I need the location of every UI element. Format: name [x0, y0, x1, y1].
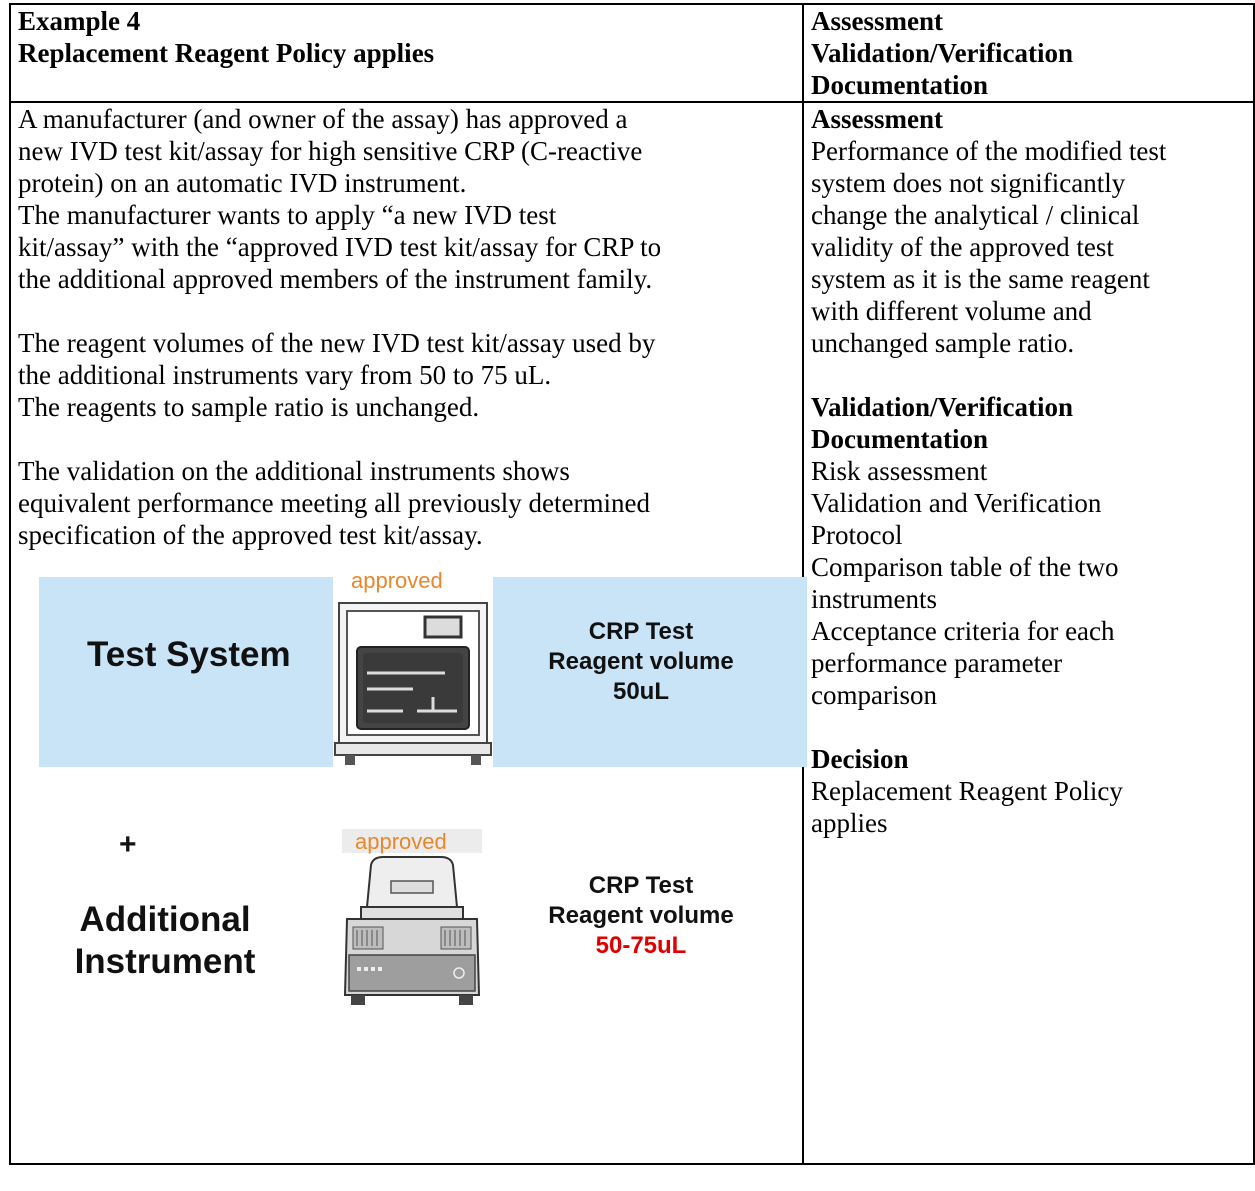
crp-test-label-2: CRP Test Reagent volume 50-75uL: [529, 871, 753, 961]
text-line: validity of the approved test: [811, 232, 1114, 262]
validation-heading: Validation/Verification: [811, 392, 1074, 422]
volume-value-1: 50uL: [612, 678, 669, 705]
text-line: change the analytical / clinical: [811, 200, 1140, 230]
text-line: with different volume and: [811, 296, 1092, 326]
approved-label-1: approved: [351, 568, 443, 593]
documentation-list: Risk assessment Validation and Verificat…: [811, 455, 1247, 711]
text-line: applies: [811, 808, 888, 838]
list-item: Acceptance criteria for each: [811, 616, 1115, 646]
text-line: the additional instruments vary from 50 …: [18, 360, 552, 390]
reagent-volume-text: Reagent volume: [548, 902, 734, 929]
text-line: unchanged sample ratio.: [811, 328, 1075, 358]
list-item: Validation and Verification: [811, 488, 1102, 518]
assessment-heading: Assessment: [811, 104, 943, 134]
validation-paragraph: The validation on the additional instrum…: [18, 455, 796, 551]
volume-value-2: 50-75uL: [595, 932, 687, 959]
list-item: instruments: [811, 584, 937, 614]
header-row: Example 4 Replacement Reagent Policy app…: [9, 3, 1255, 103]
crp-test-text: CRP Test: [588, 872, 694, 899]
example-title: Replacement Reagent Policy applies: [18, 38, 435, 68]
crp-test-label-1: CRP Test Reagent volume 50uL: [529, 617, 753, 707]
header-documentation: Documentation: [811, 70, 988, 100]
text-line: specification of the approved test kit/a…: [18, 520, 483, 550]
crp-test-text: CRP Test: [588, 618, 694, 645]
text-line: Replacement Reagent Policy: [811, 776, 1123, 806]
list-item: Protocol: [811, 520, 903, 550]
additional-text: Additional: [79, 900, 251, 939]
text-line: Performance of the modified test: [811, 136, 1167, 166]
text-line: The manufacturer wants to apply “a new I…: [18, 200, 557, 230]
text-line: kit/assay” with the “approved IVD test k…: [18, 232, 662, 262]
header-assessment: Assessment: [811, 6, 943, 36]
header-right-cell: Assessment Validation/Verification Docum…: [802, 3, 1255, 103]
benchtop-analyzer-icon: [343, 856, 481, 1005]
approved-label-2: approved: [355, 829, 447, 854]
header-left-cell: Example 4 Replacement Reagent Policy app…: [9, 3, 804, 103]
instrument-text: Instrument: [74, 942, 256, 981]
list-item: comparison: [811, 680, 937, 710]
reagent-volume-paragraph: The reagent volumes of the new IVD test …: [18, 327, 796, 423]
text-line: The reagents to sample ratio is unchange…: [18, 392, 480, 422]
list-item: Risk assessment: [811, 456, 988, 486]
text-line: The validation on the additional instrum…: [18, 456, 570, 486]
header-validation: Validation/Verification: [811, 38, 1074, 68]
approved-label-background: [342, 829, 482, 853]
decision-heading: Decision: [811, 744, 909, 774]
scenario-paragraph: A manufacturer (and owner of the assay) …: [18, 103, 796, 295]
text-line: The reagent volumes of the new IVD test …: [18, 328, 656, 358]
body-row: A manufacturer (and owner of the assay) …: [9, 101, 1255, 1165]
example-table: Example 4 Replacement Reagent Policy app…: [9, 3, 1255, 1165]
reagent-volume-text: Reagent volume: [548, 648, 734, 675]
text-line: system as it is the same reagent: [811, 264, 1150, 294]
test-system-label: Test System: [87, 635, 291, 674]
text-line: the additional approved members of the i…: [18, 264, 653, 294]
text-line: protein) on an automatic IVD instrument.: [18, 168, 467, 198]
additional-instrument-label: Additional Instrument: [55, 899, 275, 983]
assessment-cell: Assessment Performance of the modified t…: [802, 101, 1255, 1165]
documentation-heading: Documentation: [811, 424, 988, 454]
instrument-figure: Test System approved: [11, 568, 807, 1049]
text-line: A manufacturer (and owner of the assay) …: [18, 104, 628, 134]
plus-sign: +: [119, 828, 137, 861]
text-line: equivalent performance meeting all previ…: [18, 488, 651, 518]
list-item: Comparison table of the two: [811, 552, 1119, 582]
text-line: system does not significantly: [811, 168, 1126, 198]
text-line: new IVD test kit/assay for high sensitiv…: [18, 136, 643, 166]
decision-text: Replacement Reagent Policy applies: [811, 775, 1247, 839]
analyzer-icon: [334, 602, 492, 765]
list-item: performance parameter: [811, 648, 1063, 678]
description-cell: A manufacturer (and owner of the assay) …: [9, 101, 807, 1165]
example-number: Example 4: [18, 6, 141, 36]
assessment-text: Performance of the modified test system …: [811, 135, 1247, 359]
